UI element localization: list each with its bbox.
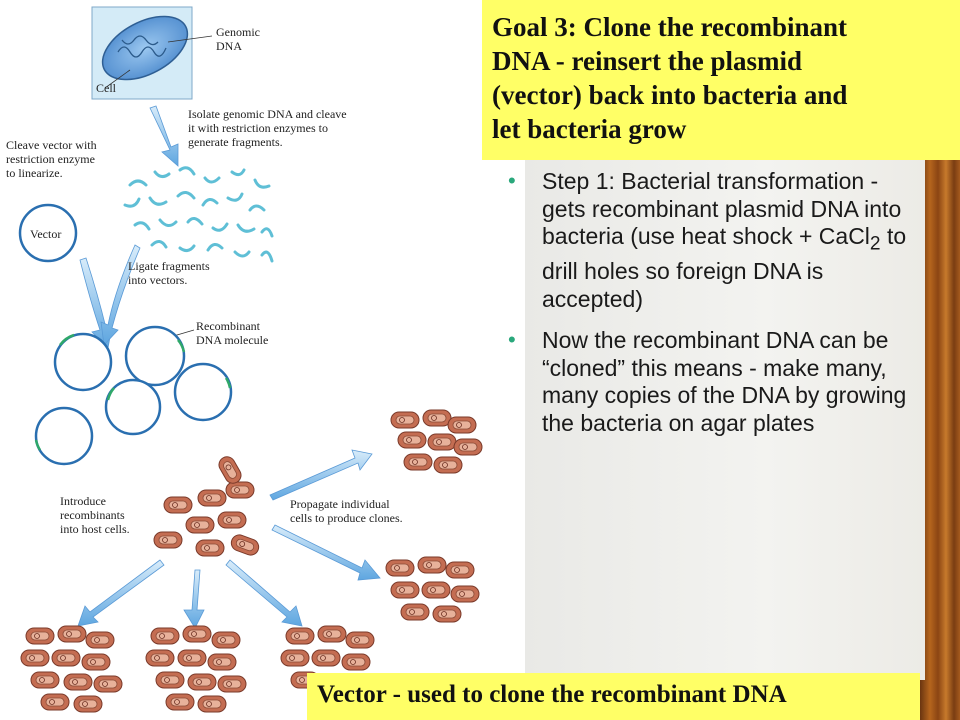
label-isolate-2: it with restriction enzymes to	[188, 121, 328, 135]
arrow-icon	[149, 105, 179, 167]
label-cell: Cell	[96, 81, 117, 95]
label-cleave-3: to linearize.	[6, 166, 63, 180]
cloning-diagram: Genomic DNA Cell Isolate genomic DNA and…	[6, 6, 483, 713]
footer-text: Vector - used to clone the recombinant D…	[317, 681, 787, 708]
label-isolate-3: generate fragments.	[188, 135, 283, 149]
label-propagate-1: Propagate individual	[290, 497, 390, 511]
arrow-icon	[100, 244, 141, 346]
recombinant-plasmids	[34, 325, 233, 466]
goal-line-1: Goal 3: Clone the recombinant	[492, 12, 847, 42]
bullet-item-transformation: Step 1: Bacterial transformation - gets …	[500, 167, 910, 313]
label-introduce-1: Introduce	[60, 494, 106, 508]
label-genomic: Genomic	[216, 25, 260, 39]
label-introduce-3: into host cells.	[60, 522, 130, 536]
label-cleave-2: restriction enzyme	[6, 152, 95, 166]
bullet-subscript: 2	[869, 233, 881, 255]
bullet-text-tail: to drill holes so foreign DNA is accepte…	[542, 223, 907, 312]
goal-line-4: let bacteria grow	[492, 114, 687, 144]
goal-highlight-box: Goal 3: Clone the recombinant DNA - rein…	[482, 0, 960, 160]
bacteria-clone-bottom-1	[20, 625, 123, 713]
dna-fragments	[123, 166, 274, 263]
bullet-item-cloned: Now the recombinant DNA can be “cloned” …	[500, 326, 910, 437]
bullet-list: Step 1: Bacterial transformation - gets …	[500, 167, 910, 451]
label-isolate-1: Isolate genomic DNA and cleave	[188, 107, 347, 121]
bullet-text: Now the recombinant DNA can be “cloned” …	[542, 327, 907, 436]
goal-line-2: DNA - reinsert the plasmid	[492, 46, 802, 76]
bacteria-clone-top-right	[390, 409, 483, 474]
goal-line-3: (vector) back into bacteria and	[492, 80, 848, 110]
label-cleave-1: Cleave vector with	[6, 138, 97, 152]
label-ligate-1: Ligate fragments	[128, 259, 210, 273]
label-recombinant-2: DNA molecule	[196, 333, 268, 347]
label-vector: Vector	[30, 227, 61, 241]
vector-plasmid	[18, 203, 78, 263]
label-introduce-2: recombinants	[60, 508, 125, 522]
arrows-to-clones	[77, 449, 381, 629]
bullet-text: Step 1: Bacterial transformation - gets …	[542, 168, 902, 249]
bacteria-clone-bottom-2	[145, 625, 247, 713]
label-recombinant-1: Recombinant	[196, 319, 261, 333]
bacteria-center	[153, 453, 262, 558]
bacteria-clone-mid-right	[385, 556, 480, 623]
label-propagate-2: cells to produce clones.	[290, 511, 403, 525]
footer-highlight-box: Vector - used to clone the recombinant D…	[307, 673, 920, 720]
label-ligate-2: into vectors.	[128, 273, 187, 287]
label-dna: DNA	[216, 39, 242, 53]
